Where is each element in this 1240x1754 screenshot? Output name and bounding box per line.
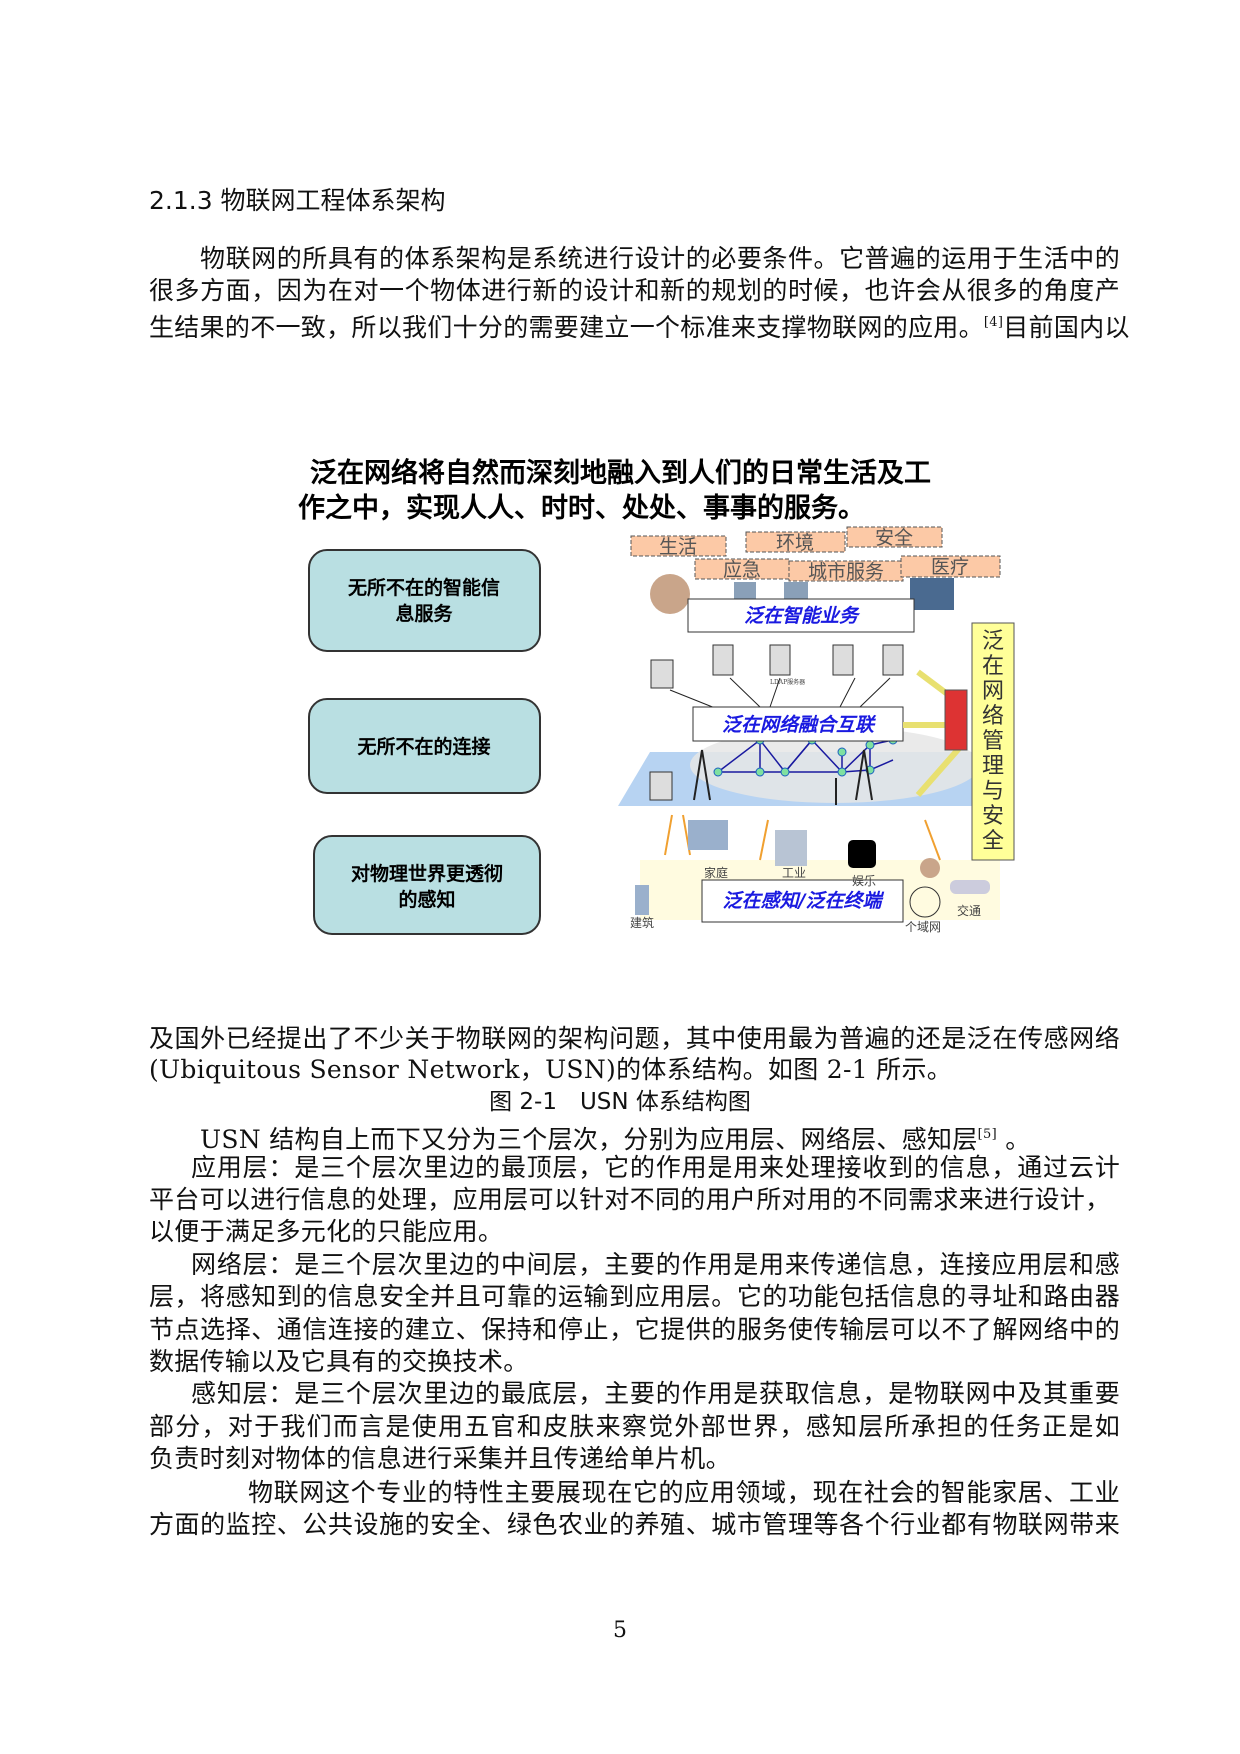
label-transport: 交通 [957, 903, 981, 918]
tag-security: 安全 [875, 527, 913, 549]
paragraph-line: 层，将感知到的信息安全并且可靠的运输到应用层。它的功能包括信息的寻址和路由器 [149, 1282, 1120, 1311]
service-layer-box [687, 598, 915, 633]
terminal-icons [635, 820, 990, 918]
section-heading: 2.1.3 物联网工程体系架构 [149, 186, 446, 215]
paragraph-line: 节点选择、通信连接的建立、保持和停止，它提供的服务使传输层可以不了解网络中的 [149, 1315, 1120, 1344]
paragraph-line: 感知层：是三个层次里边的最底层，主要的作用是获取信息，是物联网中及其重要的 [191, 1379, 1120, 1408]
paragraph-line: 部分，对于我们而言是使用五官和皮肤来察觉外部世界，感知层所承担的任务正是如此， [149, 1412, 1120, 1441]
service-layer-label: 泛在智能业务 [744, 605, 861, 627]
server-icon [649, 644, 904, 801]
label-industry: 工业 [782, 866, 806, 880]
side-char: 与 [982, 779, 1004, 804]
tag-environment: 环境 [776, 532, 814, 554]
paragraph-line: 网络层：是三个层次里边的中间层，主要的作用是用来传递信息，连接应用层和感知 [191, 1250, 1120, 1279]
left-box-text: 对物理世界更透彻 [351, 862, 503, 885]
paragraph-text: 目前国内以 [1003, 313, 1130, 342]
sensor-links [664, 814, 941, 861]
tag-medical: 医疗 [931, 556, 969, 578]
left-box-connection: 无所不在的连接 [308, 698, 541, 794]
paragraph-line: 以便于满足多元化的只能应用。 [149, 1217, 504, 1246]
paragraph-text: 。 [996, 1125, 1031, 1154]
paragraph-line: 物联网的所具有的体系架构是系统进行设计的必要条件。它普遍的运用于生活中的 [200, 244, 1120, 273]
paragraph-text: 生结果的不一致，所以我们十分的需要建立一个标准来支撑物联网的应用。 [149, 313, 984, 342]
paragraph-line: 方面的监控、公共设施的安全、绿色农业的养殖、城市管理等各个行业都有物联网带来 [149, 1510, 1120, 1539]
network-layer-label: 泛在网络融合互联 [722, 714, 877, 736]
figure-title-line1: 泛在网络将自然而深刻地融入到人们的日常生活及工 [310, 457, 931, 489]
paragraph-line: 物联网这个专业的特性主要展现在它的应用领域，现在社会的智能家居、工业 [248, 1478, 1120, 1507]
paragraph-line: 很多方面，因为在对一个物体进行新的设计和新的规划的时候，也许会从很多的角度产 [149, 276, 1120, 305]
figure-caption: 图 2-1 USN 体系结构图 [489, 1089, 751, 1115]
paragraph-line: 平台可以进行信息的处理，应用层可以针对不同的用户所对用的不同需求来进行设计， [149, 1185, 1111, 1214]
sensing-layer-label: 泛在感知/泛在终端 [723, 890, 885, 912]
application-tags: 生活 环境 安全 应急 城市服务 医疗 [630, 526, 1001, 583]
side-char: 安 [982, 804, 1004, 829]
server-label: LDAP服务器 [770, 678, 805, 686]
page-number: 5 [613, 1618, 627, 1643]
firewall-icon [944, 689, 968, 751]
side-char: 泛 [982, 629, 1004, 654]
paragraph-line: (Ubiquitous Sensor Network，USN)的体系结构。如图 … [149, 1055, 953, 1084]
paragraph-text: USN 结构自上而下又分为三个层次，分别为应用层、网络层、感知层 [200, 1125, 978, 1154]
left-box-sensing: 对物理世界更透彻 的感知 [313, 835, 541, 935]
side-char: 全 [982, 829, 1004, 854]
label-entertainment: 娱乐 [852, 874, 876, 888]
side-char: 在 [982, 654, 1004, 679]
paragraph-line: USN 结构自上而下又分为三个层次，分别为应用层、网络层、感知层[5] 。 [149, 1119, 1120, 1156]
side-char: 管 [982, 729, 1004, 754]
side-char: 网 [982, 679, 1004, 704]
citation[interactable]: [5] [977, 1127, 997, 1142]
paragraph-line: 负责时刻对物体的信息进行采集并且传递给单片机。 [149, 1444, 731, 1473]
people-photos [650, 574, 954, 614]
paragraph-line: 生结果的不一致，所以我们十分的需要建立一个标准来支撑物联网的应用。[4]目前国内… [149, 307, 1129, 344]
paragraph-line: 数据传输以及它具有的交换技术。 [149, 1347, 529, 1376]
tag-life: 生活 [659, 536, 697, 558]
left-box-text: 息服务 [395, 602, 453, 625]
left-box-text: 的感知 [398, 888, 455, 911]
left-box-text: 无所不在的连接 [357, 735, 490, 758]
side-char: 理 [982, 754, 1004, 779]
tag-emergency: 应急 [723, 559, 761, 581]
tower-icon [693, 749, 873, 805]
management-security-bar [971, 622, 1015, 861]
label-home: 家庭 [704, 865, 728, 880]
paragraph-line: 及国外已经提出了不少关于物联网的架构问题，其中使用最为普遍的还是泛在传感网络 [149, 1024, 1120, 1053]
left-box-service: 无所不在的智能信 息服务 [308, 549, 541, 652]
management-security-label: 泛 在 网 络 管 理 与 安 全 [982, 629, 1004, 854]
figure-title-line2: 作之中，实现人人、时时、处处、事事的服务。 [298, 492, 865, 524]
tag-city-services: 城市服务 [808, 561, 884, 583]
terminal-labels: 家庭 工业 娱乐 建筑 个域网 交通 [630, 865, 981, 934]
side-char: 络 [982, 704, 1004, 729]
label-pan: 个域网 [905, 920, 941, 934]
paragraph-line: 应用层：是三个层次里边的最顶层，它的作用是用来处理接收到的信息，通过云计算 [191, 1153, 1120, 1182]
left-box-text: 无所不在的智能信 [348, 576, 500, 599]
citation[interactable]: [4] [983, 315, 1004, 330]
label-building: 建筑 [630, 915, 654, 930]
